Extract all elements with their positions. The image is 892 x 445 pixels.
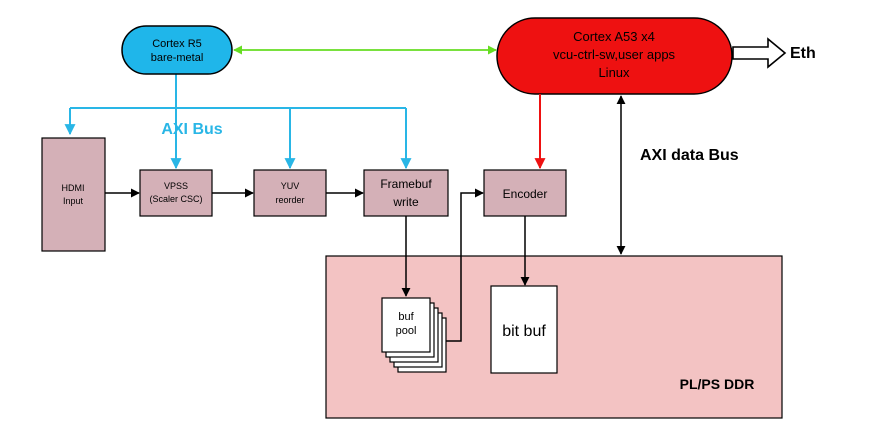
buf-pool-line2: pool xyxy=(396,325,417,337)
yuv-reorder-block: YUV reorder xyxy=(253,169,327,217)
encoder-label: Encoder xyxy=(503,187,548,201)
pipeline-arrows xyxy=(105,188,530,342)
vpss-line2: (Scaler CSC) xyxy=(149,194,202,204)
hdmi-input-block: HDMI Input xyxy=(41,137,106,252)
buf-pool-line1: buf xyxy=(398,311,414,323)
cortex-r5-line1: Cortex R5 xyxy=(152,38,202,50)
eth-label: Eth xyxy=(790,45,816,62)
framebuf-line1: Framebuf xyxy=(380,177,432,191)
cortex-a53-line3: Linux xyxy=(598,65,630,80)
ddr-label: PL/PS DDR xyxy=(680,376,755,392)
vpss-line1: VPSS xyxy=(164,181,188,191)
cortex-a53-line2: vcu-ctrl-sw,user apps xyxy=(553,47,676,62)
cortex-r5-line2: bare-metal xyxy=(151,52,204,64)
pool-to-encoder-path xyxy=(446,188,484,342)
encoder-block: Encoder xyxy=(483,169,567,217)
vpss-block: VPSS (Scaler CSC) xyxy=(139,169,213,217)
axi-bus-lines xyxy=(64,62,412,170)
axi-data-bus-label: AXI data Bus xyxy=(640,147,739,164)
cortex-a53-line1: Cortex A53 x4 xyxy=(573,29,655,44)
axi-bus-label: AXI Bus xyxy=(161,121,222,138)
buf-pool-stack: buf pool xyxy=(381,297,447,373)
eth-arrow xyxy=(732,37,787,69)
hdmi-line2: Input xyxy=(63,196,84,206)
cortex-a53-block: Cortex A53 x4 vcu-ctrl-sw,user apps Linu… xyxy=(496,17,733,95)
bit-buf-block: bit buf xyxy=(490,285,558,374)
framebuf-write-block: Framebuf write xyxy=(363,169,449,217)
hdmi-line1: HDMI xyxy=(62,183,85,193)
cortex-r5-block: Cortex R5 bare-metal xyxy=(121,25,233,75)
yuv-line1: YUV xyxy=(281,181,300,191)
yuv-line2: reorder xyxy=(275,195,304,205)
bit-buf-label: bit buf xyxy=(502,323,546,340)
framebuf-line2: write xyxy=(392,195,419,209)
